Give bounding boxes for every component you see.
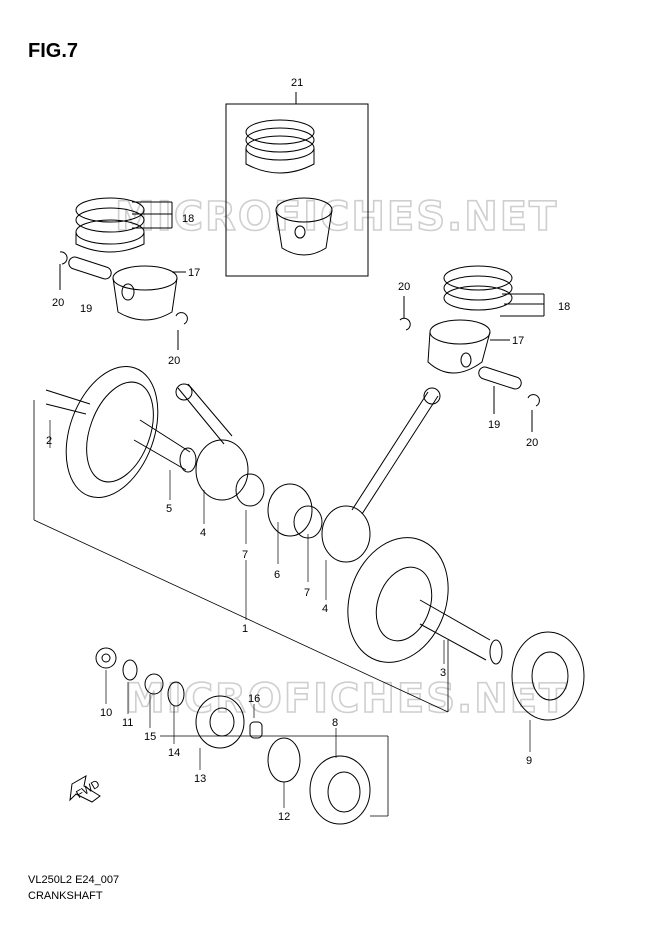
piston-set-box (225, 92, 369, 277)
callout-13: 13 (194, 773, 206, 785)
model-code: VL250L2 E24_007 (28, 874, 120, 886)
callout-14: 14 (168, 747, 180, 759)
callout-2: 2 (46, 435, 52, 447)
crankshaft-body (45, 366, 503, 665)
callout-19-right: 19 (488, 419, 500, 431)
callout-11: 11 (122, 717, 133, 729)
callout-8: 8 (332, 717, 338, 729)
left-piston-assembly (59, 197, 188, 350)
leader-lines (49, 420, 531, 808)
watermark-top: MICROFICHES.NET (115, 194, 558, 240)
callout-16: 16 (248, 693, 260, 705)
callout-5: 5 (166, 503, 172, 515)
callout-20-left-upper: 20 (52, 297, 64, 309)
callout-1: 1 (242, 623, 248, 635)
callout-17-right: 17 (512, 335, 524, 347)
callout-9: 9 (526, 755, 532, 767)
callout-18-right: 18 (558, 301, 570, 313)
callout-17-left: 17 (188, 267, 200, 279)
figure-caption: CRANKSHAFT (28, 890, 103, 902)
callout-21: 21 (291, 77, 303, 89)
watermark-bottom: MICROFICHES.NET (125, 676, 568, 722)
callout-7-left: 7 (242, 549, 248, 561)
callout-15: 15 (144, 731, 156, 743)
figure-title: FIG.7 (28, 40, 79, 62)
callout-12: 12 (278, 811, 290, 823)
callout-4-right: 4 (322, 603, 328, 615)
callout-20-right-lower: 20 (526, 437, 538, 449)
assembly-bracket-lines (33, 400, 449, 817)
callout-20-right-upper: 20 (398, 281, 410, 293)
callout-18-left: 18 (182, 213, 194, 225)
lower-bearing-gear-parts (69, 631, 585, 825)
callout-10: 10 (100, 707, 112, 719)
callout-19-left: 19 (80, 303, 92, 315)
callout-4-left: 4 (200, 527, 206, 539)
callout-20-left-lower: 20 (168, 355, 180, 367)
right-piston-assembly (399, 265, 545, 432)
callout-7-right: 7 (304, 587, 310, 599)
callout-6: 6 (274, 569, 280, 581)
callout-3: 3 (440, 667, 446, 679)
